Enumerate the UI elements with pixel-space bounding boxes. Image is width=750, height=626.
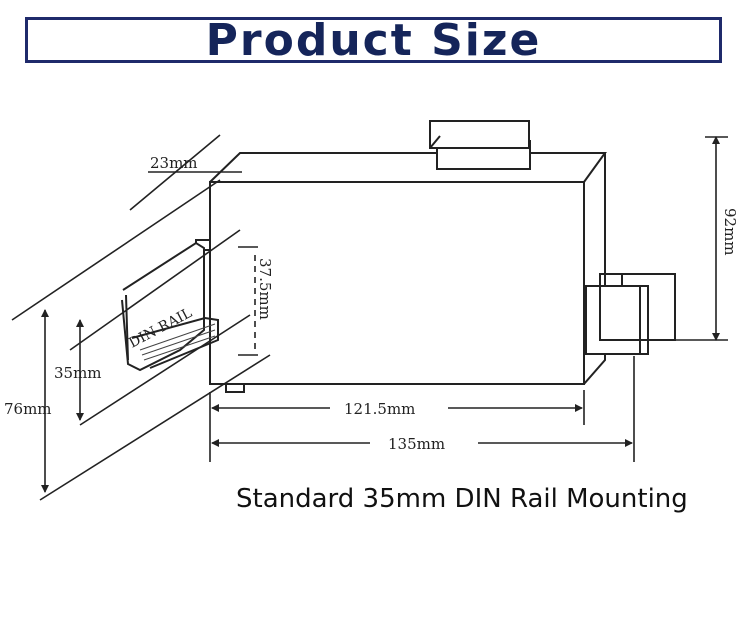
dimension-lines	[11, 134, 728, 501]
caption: Standard 35mm DIN Rail Mounting	[236, 484, 688, 514]
top-face	[209, 152, 607, 183]
device-body	[121, 120, 676, 393]
rail-width-label: 35mm	[54, 364, 102, 382]
total-length-label: 135mm	[388, 435, 445, 453]
front-face	[209, 181, 585, 385]
rail-hatch	[139, 323, 216, 361]
page-title: Product Size	[205, 15, 542, 66]
din-rail-clip	[121, 241, 205, 372]
body-length-label: 121.5mm	[344, 400, 415, 418]
right-face	[583, 153, 606, 385]
title-banner: Product Size	[25, 17, 722, 63]
side-height-label: 92mm	[721, 208, 739, 256]
height-label: 76mm	[4, 400, 52, 418]
side-connector	[585, 285, 649, 355]
depth-label: 23mm	[150, 154, 198, 172]
rail-height-label: 37.5mm	[256, 258, 274, 320]
